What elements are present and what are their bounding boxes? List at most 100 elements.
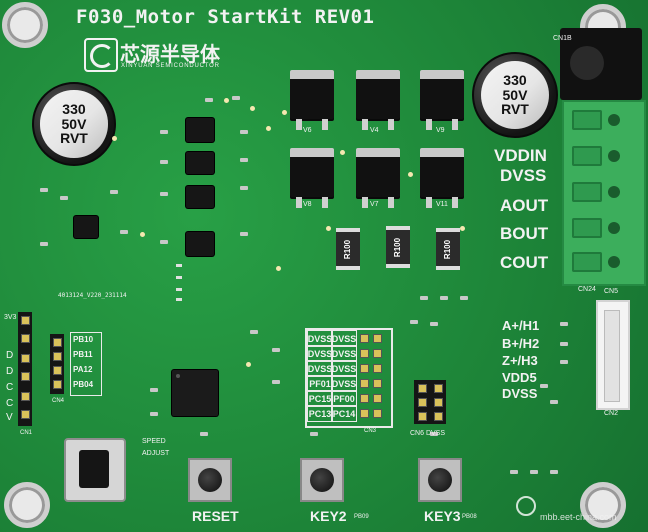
label-aout: AOUT bbox=[500, 196, 549, 215]
logo-icon bbox=[84, 38, 118, 72]
pb-label-0: PB10 bbox=[73, 335, 94, 344]
grid-pin bbox=[373, 379, 382, 388]
reset-label: RESET bbox=[192, 508, 239, 524]
grid-cell: PF00 bbox=[331, 390, 357, 407]
pb-header-cn4[interactable] bbox=[50, 334, 64, 394]
swd-label-4: C bbox=[6, 398, 14, 409]
cn-hall-b-label: CN2 bbox=[604, 410, 619, 417]
mosfet-v6 bbox=[290, 70, 334, 130]
key2-sub: PB09 bbox=[354, 514, 369, 520]
mosfet-v7 bbox=[356, 148, 400, 208]
dvss-header-cn6[interactable] bbox=[414, 380, 446, 424]
grid-pin bbox=[373, 394, 382, 403]
ref-v9: V9 bbox=[436, 127, 445, 134]
grid-cell: DVSS bbox=[307, 360, 333, 377]
mosfet-v9 bbox=[420, 70, 464, 130]
grid-pin bbox=[360, 379, 369, 388]
grid-pin bbox=[360, 394, 369, 403]
pb-label-1: PB11 bbox=[73, 350, 93, 359]
hall-label-4: DVSS bbox=[502, 386, 538, 401]
mounting-hole-bottom-right bbox=[580, 482, 626, 528]
key3-label: KEY3 bbox=[424, 508, 461, 524]
shunt-resistor-r2: R100 bbox=[386, 226, 410, 268]
hall-label-0: A+/H1 bbox=[502, 318, 540, 333]
grid-cell: PC13 bbox=[307, 405, 333, 422]
logo-text-cn: 芯源半导体 bbox=[120, 44, 220, 66]
mounting-hole-top-left bbox=[2, 2, 48, 48]
logo-text-en: XINYUAN SEMICONDUCTOR bbox=[121, 63, 220, 69]
cap-type: RVT bbox=[501, 101, 529, 118]
cn-hall-label: CN5 bbox=[604, 288, 619, 295]
cap-type: RVT bbox=[60, 130, 88, 147]
mosfet-v4 bbox=[356, 70, 400, 130]
gate-driver-u3 bbox=[186, 152, 214, 174]
swd-label-0: 3V3 bbox=[4, 314, 17, 321]
speed-potentiometer[interactable] bbox=[64, 438, 126, 502]
grid-pin bbox=[373, 364, 382, 373]
cap-value: 330 bbox=[503, 71, 527, 88]
cap-voltage: 50V bbox=[61, 115, 87, 132]
grid-pin bbox=[373, 334, 382, 343]
adjust-label: ADJUST bbox=[142, 450, 170, 457]
cn-grid-label: CN3 bbox=[364, 428, 377, 434]
grid-cell: PC14 bbox=[331, 405, 357, 422]
board-title: F030_Motor StartKit REV01 bbox=[76, 6, 375, 28]
speed-label: SPEED bbox=[142, 438, 166, 445]
grid-pin bbox=[373, 409, 382, 418]
key2-label: KEY2 bbox=[310, 508, 347, 524]
grid-cell: DVSS bbox=[307, 330, 333, 347]
hall-label-1: B+/H2 bbox=[502, 336, 540, 351]
ref-v7: V7 bbox=[370, 201, 379, 208]
grid-cell: DVSS bbox=[307, 345, 333, 362]
swd-label-1: D bbox=[6, 350, 14, 361]
cn-power-label: CN1B bbox=[553, 35, 572, 42]
cn-swd-label: CN1 bbox=[20, 430, 33, 436]
label-dvss: DVSS bbox=[500, 166, 547, 185]
electrolytic-capacitor-e1: 330 50V RVT bbox=[32, 82, 116, 166]
swd-label-2: D bbox=[6, 366, 14, 377]
screw-terminal-block[interactable] bbox=[562, 100, 646, 286]
mosfet-v11 bbox=[420, 148, 464, 208]
ref-v8: V8 bbox=[303, 201, 312, 208]
shunt-resistor-r3: R100 bbox=[336, 228, 360, 270]
reset-button[interactable] bbox=[188, 458, 232, 502]
grid-cell: DVSS bbox=[331, 375, 357, 392]
dvss-grid-cn3 bbox=[305, 328, 393, 428]
label-bout: BOUT bbox=[500, 224, 549, 243]
grid-cell: PC15 bbox=[307, 390, 333, 407]
grid-pin bbox=[360, 409, 369, 418]
mcu-u6 bbox=[172, 370, 218, 416]
watermark-text: mbb.eet-china.com bbox=[540, 512, 617, 522]
cn-terminal-label: CN24 bbox=[578, 286, 596, 293]
grid-pin bbox=[373, 349, 382, 358]
gate-driver-u5 bbox=[186, 232, 214, 256]
pb-label-box bbox=[70, 332, 102, 396]
cn-pb-label: CN4 bbox=[52, 398, 65, 404]
cap-voltage: 50V bbox=[502, 86, 528, 103]
mosfet-v8 bbox=[290, 148, 334, 208]
key2-button[interactable] bbox=[300, 458, 344, 502]
key3-sub: PB08 bbox=[462, 514, 477, 520]
ref-v4: V4 bbox=[370, 127, 379, 134]
ref-v11: V11 bbox=[436, 201, 448, 208]
watermark-logo-icon bbox=[516, 496, 536, 516]
mounting-hole-bottom-left bbox=[4, 482, 50, 528]
label-cout: COUT bbox=[500, 253, 549, 272]
grid-cell: PF01 bbox=[307, 375, 333, 392]
shunt-resistor-r1: R100 bbox=[436, 228, 460, 270]
batch-code: 4013124_V220_231114 bbox=[58, 292, 127, 299]
dc-power-jack[interactable] bbox=[560, 28, 642, 100]
grid-pin bbox=[360, 349, 369, 358]
grid-cell: DVSS bbox=[331, 345, 357, 362]
hall-label-3: VDD5 bbox=[502, 370, 537, 385]
cn-dvss-label: CN6 DVSS bbox=[410, 430, 446, 437]
hall-connector-cn5[interactable] bbox=[596, 300, 630, 410]
key3-button[interactable] bbox=[418, 458, 462, 502]
pb-label-3: PB04 bbox=[73, 380, 94, 389]
grid-pin bbox=[360, 334, 369, 343]
gate-driver-u4 bbox=[186, 186, 214, 208]
ref-v6: V6 bbox=[303, 127, 312, 134]
grid-cell: DVSS bbox=[331, 360, 357, 377]
swd-header-cn1[interactable] bbox=[18, 312, 32, 426]
